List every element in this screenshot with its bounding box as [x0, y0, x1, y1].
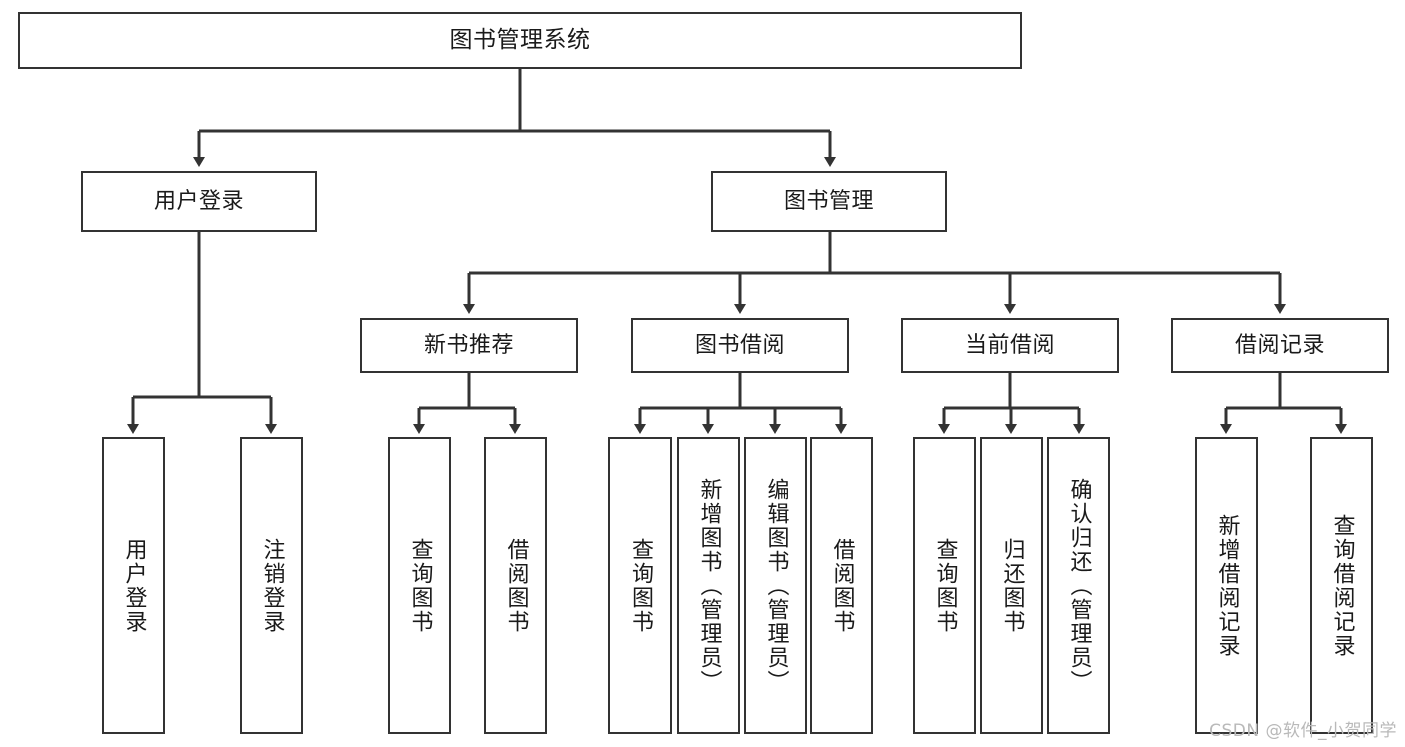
leaf-current-confirm-return-admin[interactable]: 确认归还（管理员） — [1047, 437, 1110, 734]
node-label: 当前借阅 — [964, 332, 1055, 358]
node-label: 注销登录 — [259, 537, 285, 634]
leaf-borrow-add-book-admin[interactable]: 新增图书（管理员） — [677, 437, 740, 734]
leaf-current-query-book[interactable]: 查询图书 — [913, 437, 976, 734]
leaf-current-return-book[interactable]: 归还图书 — [980, 437, 1043, 734]
node-label: 归还图书 — [999, 537, 1025, 634]
node-label: 确认归还（管理员） — [1066, 477, 1092, 694]
node-label: 新增借阅记录 — [1214, 513, 1240, 658]
leaf-user-login[interactable]: 用户登录 — [102, 437, 165, 734]
node-user-login[interactable]: 用户登录 — [81, 171, 317, 232]
node-label: 查询图书 — [407, 537, 433, 634]
node-new-book-recommend[interactable]: 新书推荐 — [360, 318, 578, 373]
node-label: 借阅图书 — [829, 537, 855, 634]
node-current-borrow[interactable]: 当前借阅 — [901, 318, 1119, 373]
node-label: 借阅记录 — [1234, 332, 1325, 358]
node-label: 查询借阅记录 — [1329, 513, 1355, 658]
node-label: 新增图书（管理员） — [696, 477, 722, 694]
leaf-record-add[interactable]: 新增借阅记录 — [1195, 437, 1258, 734]
node-label: 查询图书 — [628, 537, 653, 634]
node-label: 用户登录 — [121, 537, 147, 634]
leaf-borrow-edit-book-admin[interactable]: 编辑图书（管理员） — [744, 437, 807, 734]
node-label: 查询图书 — [932, 537, 958, 634]
node-root-system[interactable]: 图书管理系统 — [18, 12, 1022, 69]
node-label: 编辑图书（管理员） — [763, 477, 789, 694]
leaf-recommend-query-book[interactable]: 查询图书 — [388, 437, 451, 734]
node-label: 借阅图书 — [503, 537, 529, 634]
leaf-borrow-query-book[interactable]: 查询图书 — [608, 437, 672, 734]
node-book-borrow[interactable]: 图书借阅 — [631, 318, 849, 373]
leaf-recommend-borrow-book[interactable]: 借阅图书 — [484, 437, 547, 734]
leaf-logout[interactable]: 注销登录 — [240, 437, 303, 734]
node-book-management[interactable]: 图书管理 — [711, 171, 947, 232]
node-label: 图书借阅 — [694, 332, 785, 358]
node-label: 用户登录 — [153, 188, 244, 214]
node-borrow-record[interactable]: 借阅记录 — [1171, 318, 1389, 373]
node-label: 新书推荐 — [423, 332, 514, 358]
node-label: 图书管理 — [783, 188, 874, 214]
leaf-borrow-borrow-book[interactable]: 借阅图书 — [810, 437, 873, 734]
leaf-record-query[interactable]: 查询借阅记录 — [1310, 437, 1373, 734]
watermark: CSDN @软件_小贺同学 — [1209, 721, 1397, 741]
node-label: 图书管理系统 — [449, 26, 591, 53]
